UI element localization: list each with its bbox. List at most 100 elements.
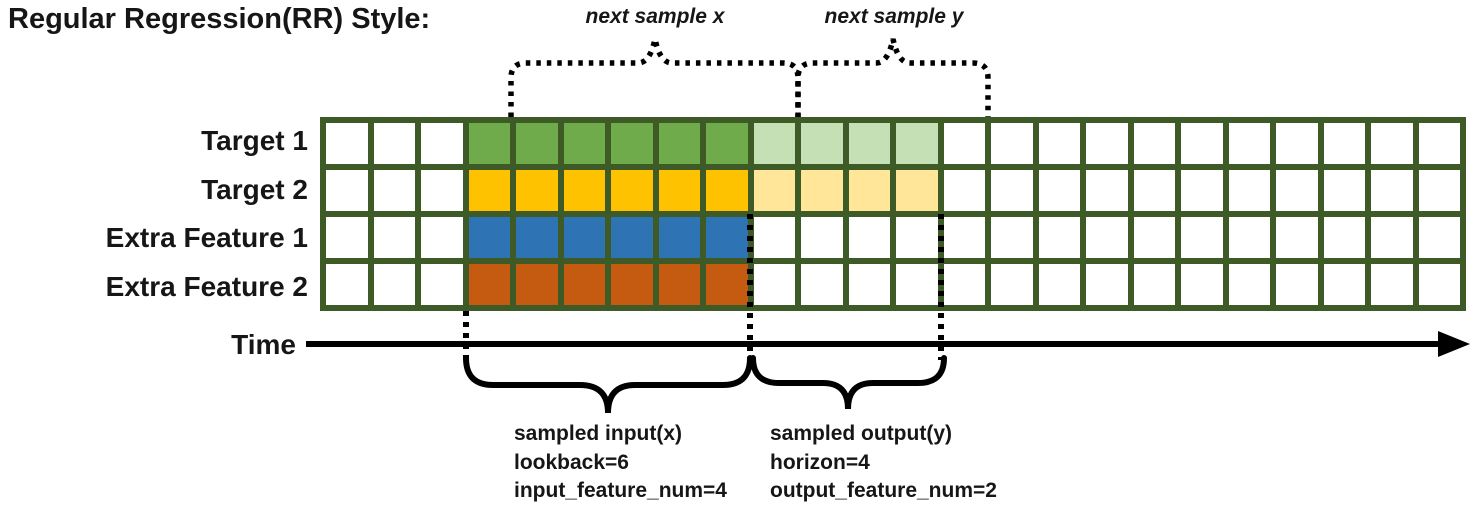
grid-cell xyxy=(1038,123,1080,164)
grid-cell xyxy=(706,123,748,164)
sample-grid xyxy=(320,117,1466,311)
input-caption-lookback: lookback=6 xyxy=(514,450,629,474)
grid-cell xyxy=(611,170,653,211)
grid-cell xyxy=(1228,217,1270,258)
row-label-target-2: Target 2 xyxy=(201,173,308,205)
grid-cell xyxy=(421,170,463,211)
row-label-extra-feature-2: Extra Feature 2 xyxy=(105,270,308,302)
grid-cell xyxy=(753,217,795,258)
grid-cell xyxy=(1371,264,1413,305)
page-title: Regular Regression(RR) Style: xyxy=(8,3,431,35)
grid-cell xyxy=(421,217,463,258)
grid-cell xyxy=(563,217,605,258)
grid-cell xyxy=(1323,264,1365,305)
grid-cell xyxy=(516,123,558,164)
grid-cell xyxy=(1371,123,1413,164)
output-caption-title: sampled output(y) xyxy=(770,422,952,445)
grid-cell xyxy=(658,217,700,258)
grid-cell xyxy=(801,264,843,305)
grid-cell xyxy=(326,170,368,211)
grid-cell xyxy=(896,170,938,211)
grid-cell xyxy=(943,123,985,164)
grid-cell xyxy=(943,264,985,305)
grid-cell xyxy=(326,217,368,258)
grid-cell xyxy=(658,170,700,211)
grid-cell xyxy=(753,170,795,211)
grid-cell xyxy=(1133,123,1175,164)
sampled-output-brace xyxy=(750,355,947,410)
grid-cell xyxy=(896,123,938,164)
grid-cell xyxy=(563,170,605,211)
sampled-input-brace xyxy=(463,355,753,414)
grid-cell xyxy=(373,170,415,211)
grid-cell xyxy=(468,217,510,258)
input-caption-title: sampled input(x) xyxy=(514,422,683,445)
grid-cell xyxy=(1276,217,1318,258)
grid-cell xyxy=(611,264,653,305)
grid-cell xyxy=(848,170,890,211)
grid-cell xyxy=(848,217,890,258)
grid-cell xyxy=(1038,264,1080,305)
grid-cell xyxy=(753,264,795,305)
grid-cell xyxy=(991,123,1033,164)
grid-cell xyxy=(611,217,653,258)
grid-cell xyxy=(991,264,1033,305)
grid-cell xyxy=(801,217,843,258)
grid-cell xyxy=(373,123,415,164)
next-sample-x-brace xyxy=(508,38,801,117)
grid-cell xyxy=(421,123,463,164)
time-axis-arrowhead xyxy=(1438,331,1470,357)
output-caption: sampled output(y) horizon=4 output_featu… xyxy=(770,420,997,506)
grid-cell xyxy=(1086,123,1128,164)
grid-cell xyxy=(1181,217,1223,258)
next-sample-y-label: next sample y xyxy=(824,5,964,28)
grid-cell xyxy=(326,123,368,164)
grid-cell xyxy=(1323,217,1365,258)
row-label-target-1: Target 1 xyxy=(201,125,308,157)
output-caption-feature-num: output_feature_num=2 xyxy=(770,479,997,502)
grid-cell xyxy=(1181,170,1223,211)
grid-cell xyxy=(1086,264,1128,305)
grid-cell xyxy=(801,170,843,211)
grid-cell xyxy=(658,264,700,305)
grid-cell xyxy=(1133,170,1175,211)
grid-cell xyxy=(1371,217,1413,258)
grid-cell xyxy=(1371,170,1413,211)
grid-cell xyxy=(516,217,558,258)
grid-cell xyxy=(1276,170,1318,211)
grid-cell xyxy=(1038,170,1080,211)
input-caption-feature-num: input_feature_num=4 xyxy=(514,479,727,502)
grid-cell xyxy=(896,217,938,258)
grid-cell xyxy=(848,264,890,305)
grid-cell xyxy=(468,264,510,305)
grid-cell xyxy=(1038,217,1080,258)
grid-cell xyxy=(801,123,843,164)
grid-cell xyxy=(848,123,890,164)
grid-cell xyxy=(516,264,558,305)
grid-cell xyxy=(611,123,653,164)
grid-cell xyxy=(421,264,463,305)
grid-cell xyxy=(991,170,1033,211)
grid-cell xyxy=(1228,264,1270,305)
grid-cell xyxy=(943,170,985,211)
grid-cell xyxy=(1276,123,1318,164)
grid-cell xyxy=(1133,217,1175,258)
time-axis-label: Time xyxy=(231,329,296,360)
grid-cell xyxy=(1418,123,1460,164)
grid-cell xyxy=(1418,217,1460,258)
next-sample-y-brace xyxy=(795,38,991,117)
input-caption: sampled input(x) lookback=6 input_featur… xyxy=(514,420,727,506)
grid-cell xyxy=(991,217,1033,258)
grid-cell xyxy=(753,123,795,164)
next-sample-x-label: next sample x xyxy=(585,5,725,28)
grid-cell xyxy=(563,123,605,164)
grid-cell xyxy=(373,264,415,305)
grid-cell xyxy=(1276,264,1318,305)
grid-cell xyxy=(1418,170,1460,211)
grid-cell xyxy=(468,123,510,164)
output-caption-horizon: horizon=4 xyxy=(770,450,870,474)
grid-cell xyxy=(373,217,415,258)
grid-cell xyxy=(1133,264,1175,305)
grid-cell xyxy=(1086,170,1128,211)
